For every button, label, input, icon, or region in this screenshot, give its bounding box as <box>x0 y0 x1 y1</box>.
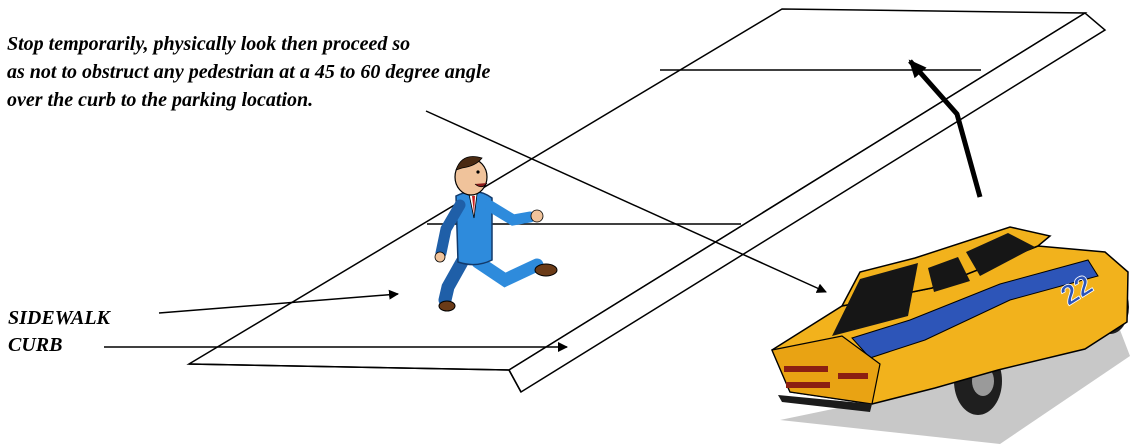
sidewalk-slab <box>186 8 1107 394</box>
instruction-text: Stop temporarily, physically look then p… <box>7 30 490 114</box>
car-stripe <box>851 259 1099 359</box>
curb-front-bottom-edge <box>508 369 522 393</box>
instruction-line-1: Stop temporarily, physically look then p… <box>7 33 411 55</box>
side-window-front <box>966 233 1035 276</box>
sidewalk-label: SIDEWALK <box>8 307 110 329</box>
sidewalk-front-edge <box>188 363 510 371</box>
side-window-rear <box>928 257 970 292</box>
instruction-line-2: as not to obstruct any pedestrian at a 4… <box>7 61 491 83</box>
rear-window <box>832 263 918 336</box>
sidewalk-pointer-arrow <box>158 289 399 314</box>
pedestrian-figure <box>434 156 558 312</box>
race-car: 22 <box>771 226 1130 444</box>
curb-label: CURB <box>8 334 63 356</box>
callout-lines <box>104 69 981 352</box>
car-direction-arrow <box>908 59 983 198</box>
instruction-line-3: over the curb to the parking location. <box>7 89 314 111</box>
instruction-pointer-arrow <box>425 110 827 293</box>
